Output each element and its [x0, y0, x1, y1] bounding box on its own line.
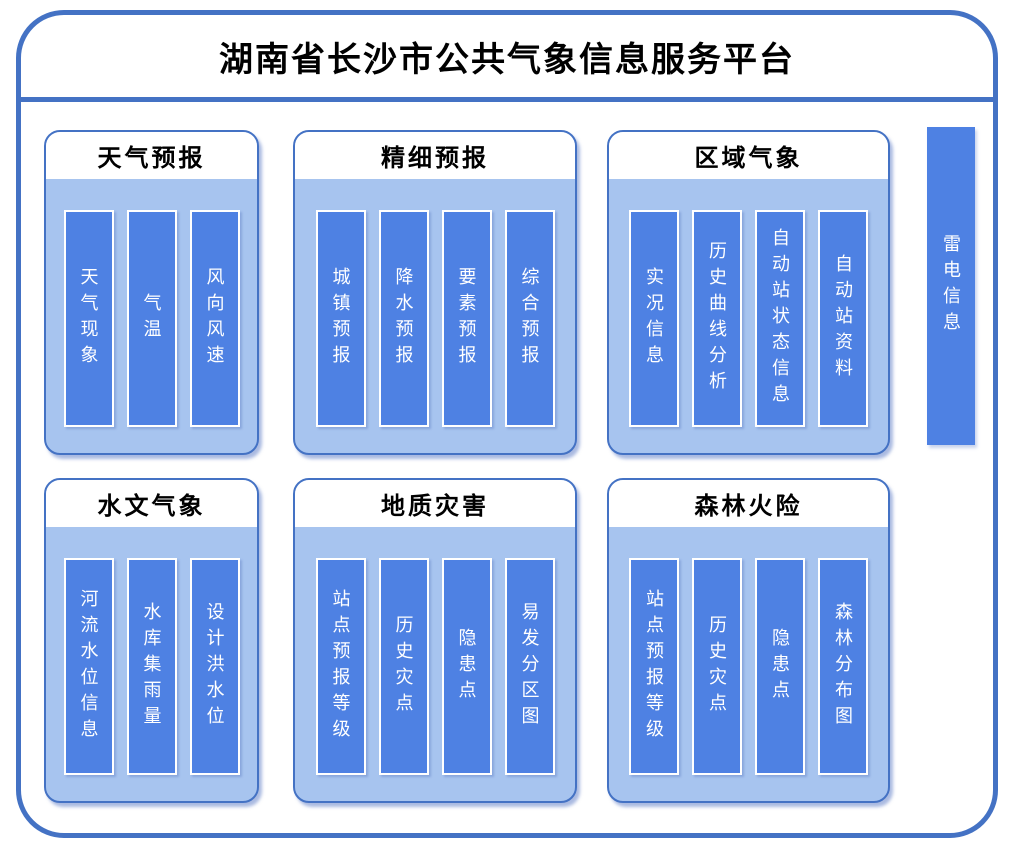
item-bar-label: 要素预报 — [456, 266, 477, 371]
item-bar: 历史曲线分析 — [692, 210, 742, 427]
group-geological-disaster: 地质灾害 站点预报等级 历史灾点 隐患点 易发分区图 — [293, 478, 577, 803]
group-body: 实况信息 历史曲线分析 自动站状态信息 自动站资料 — [609, 179, 888, 453]
item-bar-label: 城镇预报 — [330, 266, 351, 371]
group-body: 城镇预报 降水预报 要素预报 综合预报 — [295, 179, 575, 453]
item-bar: 实况信息 — [629, 210, 679, 427]
item-bar: 易发分区图 — [504, 558, 555, 775]
group-header: 水文气象 — [46, 480, 257, 527]
group-body: 天气现象 气温 风向风速 — [46, 179, 257, 453]
group-header: 精细预报 — [295, 132, 575, 179]
group-body: 河流水位信息 水库集雨量 设计洪水位 — [46, 527, 257, 801]
item-bar-label: 降水预报 — [393, 266, 414, 371]
item-bar: 站点预报等级 — [315, 558, 366, 775]
item-bar-label: 自动站状态信息 — [770, 227, 790, 410]
item-bar: 自动站资料 — [818, 210, 868, 427]
group-header: 森林火险 — [609, 480, 888, 527]
group-title: 区域气象 — [694, 145, 803, 172]
item-bar-label: 易发分区图 — [519, 601, 540, 732]
title-band: 湖南省长沙市公共气象信息服务平台 — [16, 10, 998, 102]
item-bar-label: 历史灾点 — [393, 614, 414, 719]
item-bar: 风向风速 — [189, 210, 240, 427]
item-bar-label: 气温 — [141, 292, 162, 345]
item-bar-label: 历史曲线分析 — [707, 240, 727, 397]
item-bar-label: 隐患点 — [456, 627, 477, 706]
item-bar: 设计洪水位 — [189, 558, 240, 775]
group-title: 天气预报 — [97, 145, 206, 172]
item-bar-label: 设计洪水位 — [204, 601, 225, 732]
item-bar: 要素预报 — [441, 210, 492, 427]
item-bar: 河流水位信息 — [63, 558, 114, 775]
item-bar-label: 站点预报等级 — [330, 588, 351, 745]
group-weather-forecast: 天气预报 天气现象 气温 风向风速 — [44, 130, 259, 455]
item-bar: 天气现象 — [63, 210, 114, 427]
group-regional-meteorology: 区域气象 实况信息 历史曲线分析 自动站状态信息 自动站资料 — [607, 130, 890, 455]
group-fine-forecast: 精细预报 城镇预报 降水预报 要素预报 综合预报 — [293, 130, 577, 455]
lightning-info-bar: 雷电信息 — [927, 127, 975, 445]
group-title: 水文气象 — [97, 493, 206, 520]
item-bar: 自动站状态信息 — [755, 210, 805, 427]
item-bar: 站点预报等级 — [629, 558, 679, 775]
item-bar: 历史灾点 — [692, 558, 742, 775]
item-bar-label: 历史灾点 — [707, 614, 727, 719]
item-bar: 隐患点 — [755, 558, 805, 775]
group-title: 地质灾害 — [381, 493, 489, 520]
item-bar-label: 实况信息 — [644, 266, 664, 371]
page-title: 湖南省长沙市公共气象信息服务平台 — [219, 40, 795, 79]
item-bar-label: 天气现象 — [78, 266, 99, 371]
item-bar: 隐患点 — [441, 558, 492, 775]
item-bar-label: 森林分布图 — [833, 601, 853, 732]
group-header: 地质灾害 — [295, 480, 575, 527]
group-header: 区域气象 — [609, 132, 888, 179]
item-bar-label: 综合预报 — [519, 266, 540, 371]
item-bar: 历史灾点 — [378, 558, 429, 775]
item-bar: 降水预报 — [378, 210, 429, 427]
group-hydrological-meteorology: 水文气象 河流水位信息 水库集雨量 设计洪水位 — [44, 478, 259, 803]
item-bar: 水库集雨量 — [126, 558, 177, 775]
item-bar: 气温 — [126, 210, 177, 427]
group-body: 站点预报等级 历史灾点 隐患点 易发分区图 — [295, 527, 575, 801]
item-bar-label: 站点预报等级 — [644, 588, 664, 745]
item-bar-label: 风向风速 — [204, 266, 225, 371]
group-title: 森林火险 — [694, 493, 803, 520]
title-divider — [19, 97, 995, 102]
group-header: 天气预报 — [46, 132, 257, 179]
item-bar: 森林分布图 — [818, 558, 868, 775]
group-forest-fire-risk: 森林火险 站点预报等级 历史灾点 隐患点 森林分布图 — [607, 478, 890, 803]
lightning-info-label: 雷电信息 — [941, 234, 961, 338]
item-bar: 城镇预报 — [315, 210, 366, 427]
item-bar: 综合预报 — [504, 210, 555, 427]
item-bar-label: 隐患点 — [770, 627, 790, 706]
group-title: 精细预报 — [381, 145, 489, 172]
group-body: 站点预报等级 历史灾点 隐患点 森林分布图 — [609, 527, 888, 801]
item-bar-label: 河流水位信息 — [78, 588, 99, 745]
item-bar-label: 水库集雨量 — [141, 601, 162, 732]
item-bar-label: 自动站资料 — [833, 253, 853, 384]
